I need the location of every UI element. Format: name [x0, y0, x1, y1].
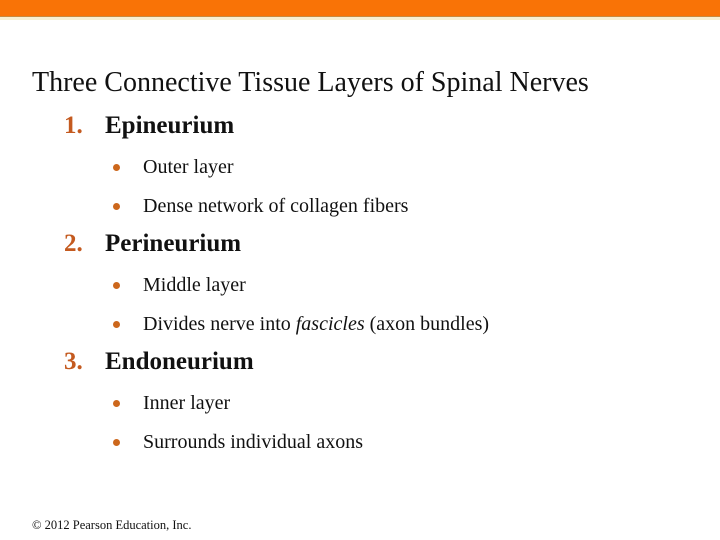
copyright-notice: © 2012 Pearson Education, Inc. — [32, 518, 192, 532]
bullet-text: Surrounds individual axons — [143, 431, 363, 453]
list-item-perineurium: 2. Perineurium Middle layer Divides nerv… — [0, 230, 720, 336]
bullet-text-italic: fascicles — [295, 313, 365, 335]
bullet-icon — [113, 203, 120, 210]
top-accent-strip — [0, 17, 720, 20]
bullet-icon — [113, 282, 120, 289]
bullet-text: Inner layer — [143, 392, 231, 414]
bullet-text-segment: (axon bundles) — [364, 313, 490, 335]
item-heading-row: 3. Endoneurium — [64, 348, 720, 376]
bullet-row: Middle layer — [113, 273, 720, 297]
item-number: 3. — [64, 348, 83, 375]
bullet-text: Dense network of collagen fibers — [143, 195, 409, 217]
item-number: 1. — [64, 112, 83, 139]
item-heading-row: 2. Perineurium — [64, 230, 720, 258]
item-heading: Perineurium — [105, 230, 242, 257]
bullet-row: Divides nerve into fascicles (axon bundl… — [113, 312, 720, 336]
bullet-icon — [113, 439, 120, 446]
bullet-icon — [113, 400, 120, 407]
bullet-text-segment: Divides nerve into — [143, 313, 296, 335]
bullet-row: Inner layer — [113, 391, 720, 415]
item-heading: Endoneurium — [105, 348, 254, 375]
slide-title: Three Connective Tissue Layers of Spinal… — [32, 67, 589, 98]
list-item-endoneurium: 3. Endoneurium Inner layer Surrounds ind… — [0, 348, 720, 454]
bullet-row: Dense network of collagen fibers — [113, 194, 720, 218]
item-heading: Epineurium — [105, 112, 235, 139]
bullet-text-mixed: Divides nerve into fascicles (axon bundl… — [143, 312, 489, 336]
item-number: 2. — [64, 230, 83, 257]
bullet-icon — [113, 164, 120, 171]
item-heading-row: 1. Epineurium — [64, 112, 720, 140]
slide-body: 1. Epineurium Outer layer Dense network … — [0, 112, 720, 454]
list-item-epineurium: 1. Epineurium Outer layer Dense network … — [0, 112, 720, 218]
bullet-icon — [113, 321, 120, 328]
bullet-row: Outer layer — [113, 155, 720, 179]
bullet-row: Surrounds individual axons — [113, 430, 720, 454]
bullet-text: Middle layer — [143, 274, 246, 296]
bullet-text: Outer layer — [143, 156, 234, 178]
top-accent-bar — [0, 0, 720, 17]
